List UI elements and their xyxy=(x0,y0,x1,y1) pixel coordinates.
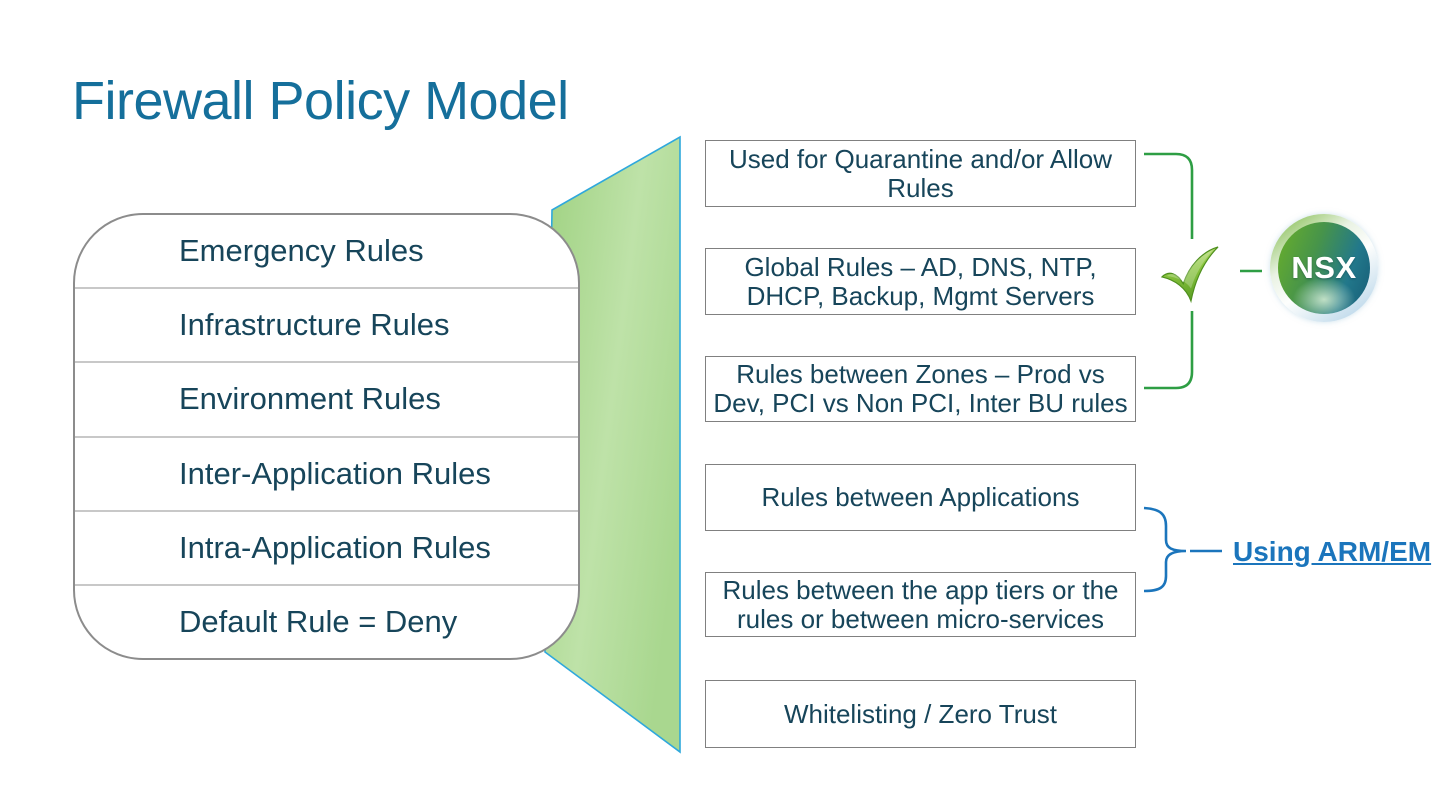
desc-box-global-rules: Global Rules – AD, DNS, NTP, DHCP, Backu… xyxy=(705,248,1136,315)
desc-box-whitelisting: Whitelisting / Zero Trust xyxy=(705,680,1136,748)
nsx-logo-text: NSX xyxy=(1291,250,1357,285)
desc-box-app-tiers: Rules between the app tiers or the rules… xyxy=(705,572,1136,637)
stack-row-emergency: Emergency Rules xyxy=(75,215,578,290)
desc-box-zone-rules: Rules between Zones – Prod vs Dev, PCI v… xyxy=(705,356,1136,422)
stack-row-default-deny: Default Rule = Deny xyxy=(179,603,458,639)
desc-box-quarantine: Used for Quarantine and/or Allow Rules xyxy=(705,140,1136,207)
stack-row-environment: Environment Rules xyxy=(75,363,578,438)
checkmark-container xyxy=(1152,239,1228,311)
page-title: Firewall Policy Model xyxy=(72,71,569,131)
stack-row-inter-application: Inter-Application Rules xyxy=(75,438,578,512)
nsx-logo-inner: NSX xyxy=(1278,222,1370,314)
nsx-logo: NSX xyxy=(1270,214,1378,322)
arm-em-link[interactable]: Using ARM/EM xyxy=(1233,536,1432,567)
checkmark-icon xyxy=(1160,246,1219,304)
group-brace-blue xyxy=(1143,506,1187,593)
stack-row-infrastructure: Infrastructure Rules xyxy=(75,289,578,364)
policy-stack: Emergency Rules Infrastructure Rules Env… xyxy=(73,213,580,660)
desc-box-inter-app: Rules between Applications xyxy=(705,464,1136,531)
stack-row-intra-application: Intra-Application Rules xyxy=(75,512,578,586)
